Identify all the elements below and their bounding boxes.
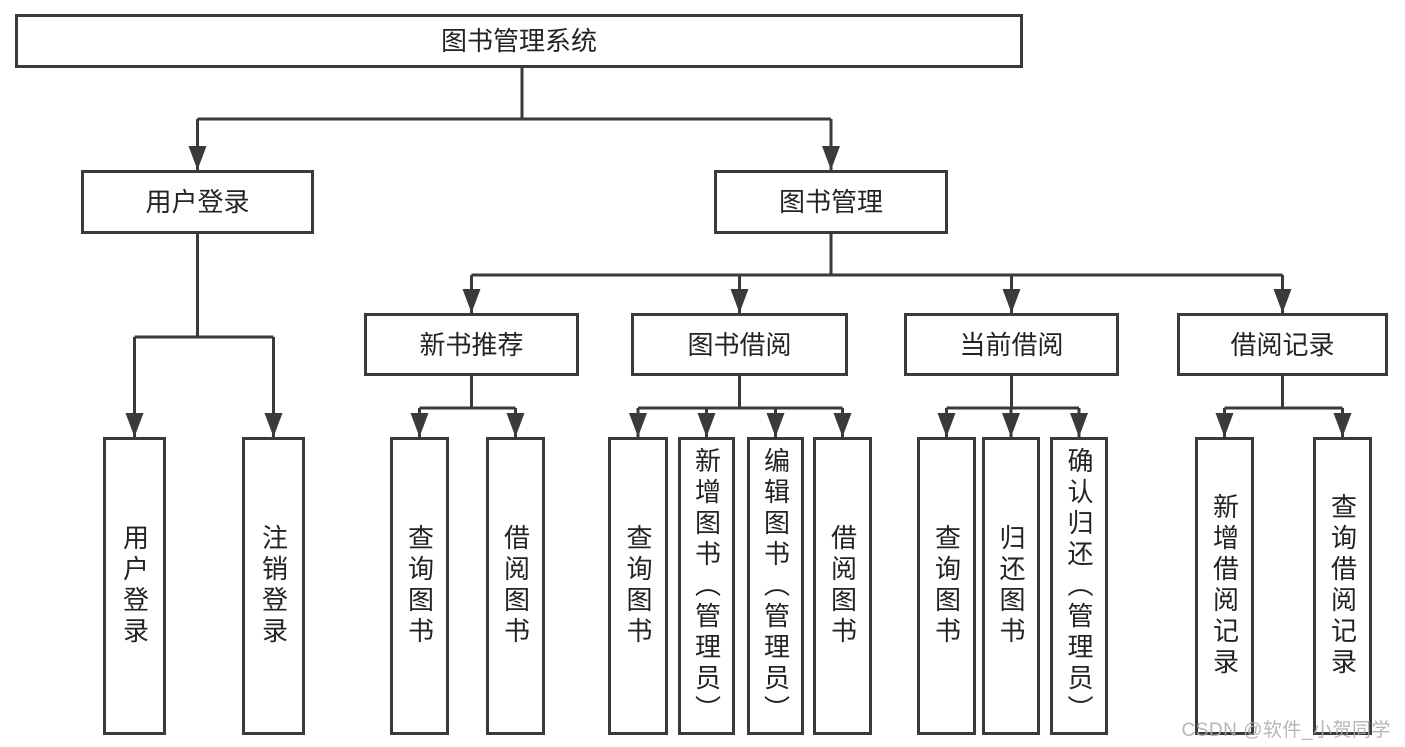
leaf-query-borrow-record: 查询借阅记录 xyxy=(1313,437,1372,735)
node-user-login: 用户登录 xyxy=(81,170,314,234)
leaf-user-login: 用户登录 xyxy=(103,437,166,735)
node-book-management: 图书管理 xyxy=(714,170,948,234)
leaf-return-book: 归还图书 xyxy=(982,437,1040,735)
watermark: CSDN @软件_小贺同学 xyxy=(1181,720,1391,741)
leaf-add-borrow-record: 新增借阅记录 xyxy=(1195,437,1254,735)
leaf-query-books-current: 查询图书 xyxy=(917,437,976,735)
node-current-borrow: 当前借阅 xyxy=(904,313,1119,376)
leaf-borrow-books-recommend: 借阅图书 xyxy=(486,437,545,735)
leaf-borrow-books: 借阅图书 xyxy=(813,437,872,735)
leaf-query-books-borrow: 查询图书 xyxy=(608,437,668,735)
leaf-logout: 注销登录 xyxy=(242,437,305,735)
leaf-edit-book-admin: 编辑图书（管理员） xyxy=(747,437,804,735)
node-root-system: 图书管理系统 xyxy=(15,14,1023,68)
node-borrow-records: 借阅记录 xyxy=(1177,313,1388,376)
leaf-confirm-return-admin: 确认归还（管理员） xyxy=(1050,437,1108,735)
node-new-book-recommend: 新书推荐 xyxy=(364,313,579,376)
leaf-query-books-recommend: 查询图书 xyxy=(390,437,449,735)
node-book-borrow: 图书借阅 xyxy=(631,313,848,376)
leaf-add-book-admin: 新增图书（管理员） xyxy=(678,437,735,735)
